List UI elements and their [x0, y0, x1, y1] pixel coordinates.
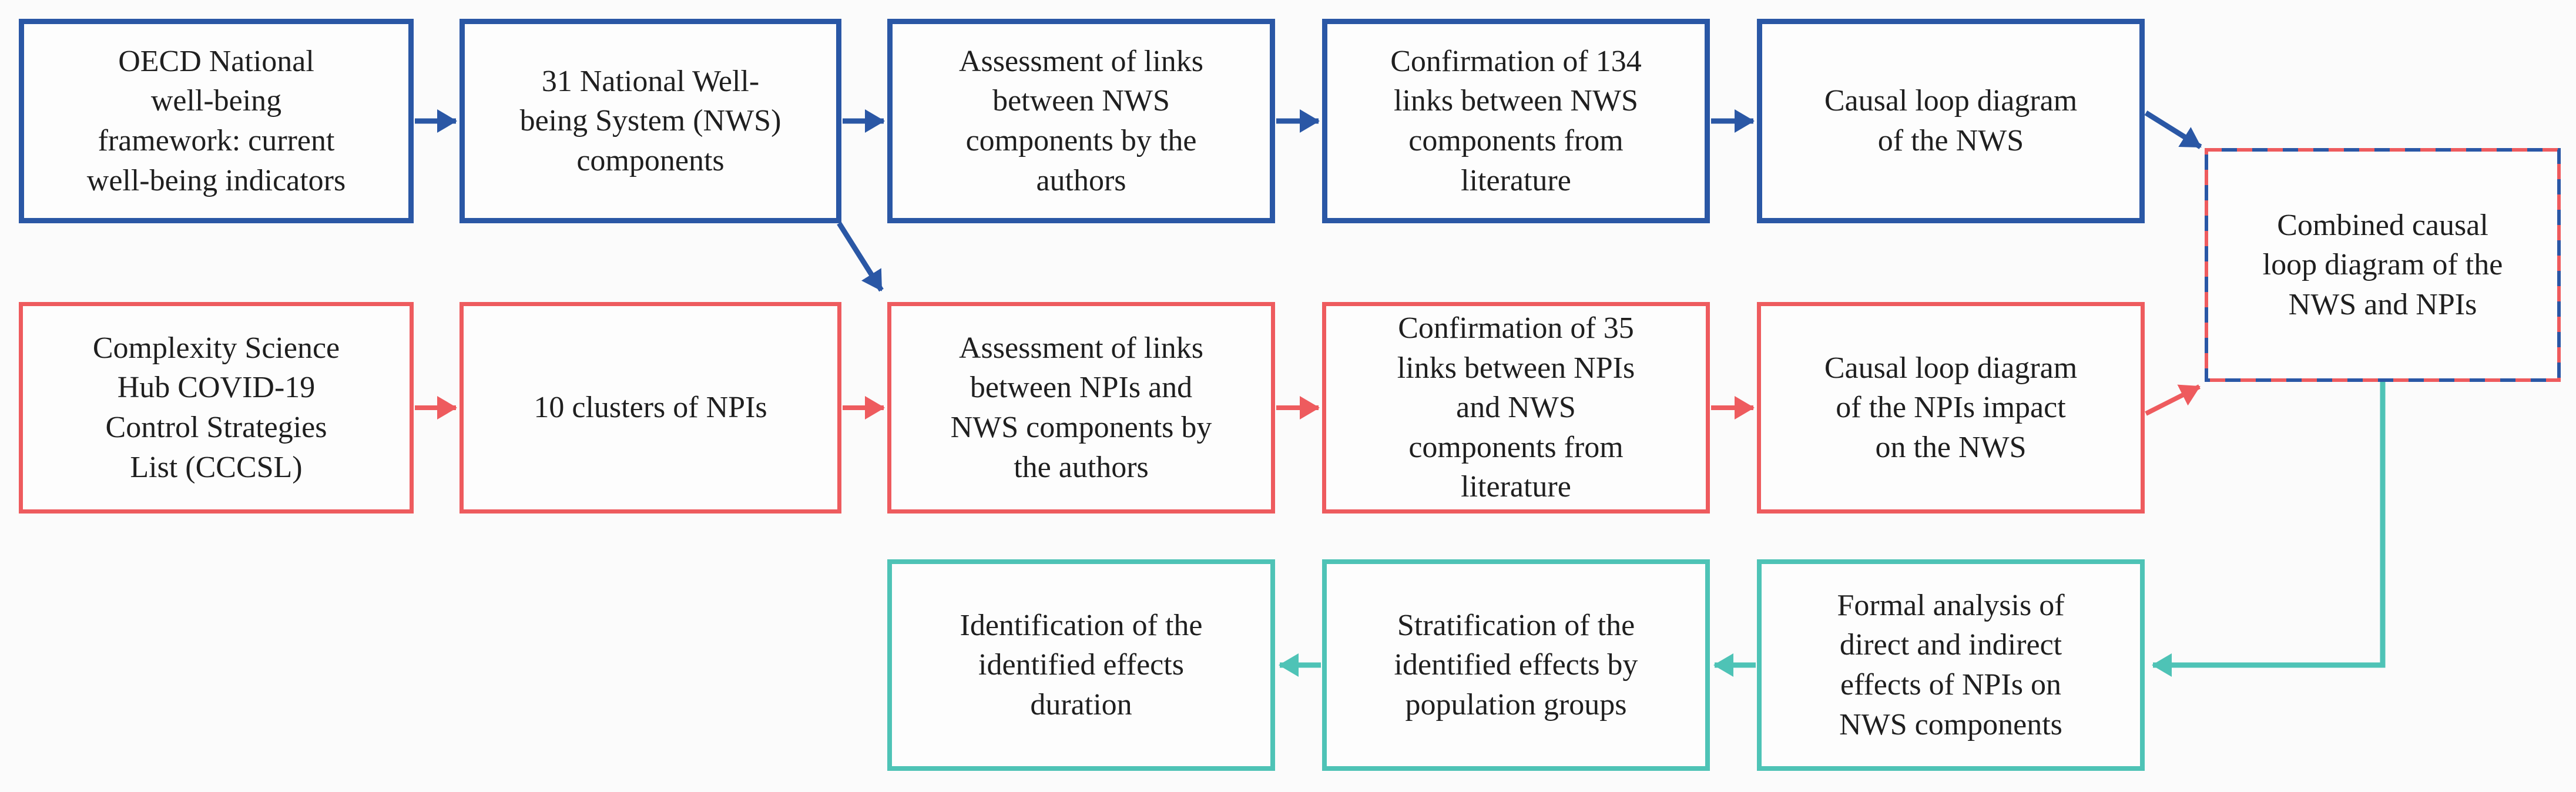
box-causal-loop-npis-impact: Causal loop diagram of the NPIs impact o…	[1757, 302, 2145, 514]
box-formal-analysis: Formal analysis of direct and indirect e…	[1757, 559, 2145, 771]
box-assessment-links-nws: Assessment of links between NWS componen…	[887, 19, 1275, 223]
box-causal-loop-nws: Causal loop diagram of the NWS	[1757, 19, 2145, 223]
arrow-combined-to-formal-analysis-icon	[2152, 382, 2386, 677]
box-31-nws-components: 31 National Well- being System (NWS) com…	[459, 19, 841, 223]
arrow-nws-to-npi-assessment-icon	[837, 222, 884, 292]
box-combined-causal-loop: Combined causal loop diagram of the NWS …	[2262, 208, 2503, 321]
box-oecd-wellbeing-framework: OECD National well-being framework: curr…	[19, 19, 414, 223]
box-confirmation-35-links: Confirmation of 35 links between NPIs an…	[1322, 302, 1710, 514]
box-stratification-effects: Stratification of the identified effects…	[1322, 559, 1710, 771]
combined-box-border	[2205, 148, 2561, 382]
arrow-nws-to-combined-icon	[2144, 110, 2202, 149]
box-cccsl: Complexity Science Hub COVID-19 Control …	[19, 302, 414, 514]
arrow-npi-to-combined-icon	[2145, 384, 2201, 416]
box-10-npi-clusters: 10 clusters of NPIs	[459, 302, 841, 514]
box-confirmation-134-links: Confirmation of 134 links between NWS co…	[1322, 19, 1710, 223]
box-assessment-links-npis-nws: Assessment of links between NPIs and NWS…	[887, 302, 1275, 514]
box-identification-duration: Identification of the identified effects…	[887, 559, 1275, 771]
